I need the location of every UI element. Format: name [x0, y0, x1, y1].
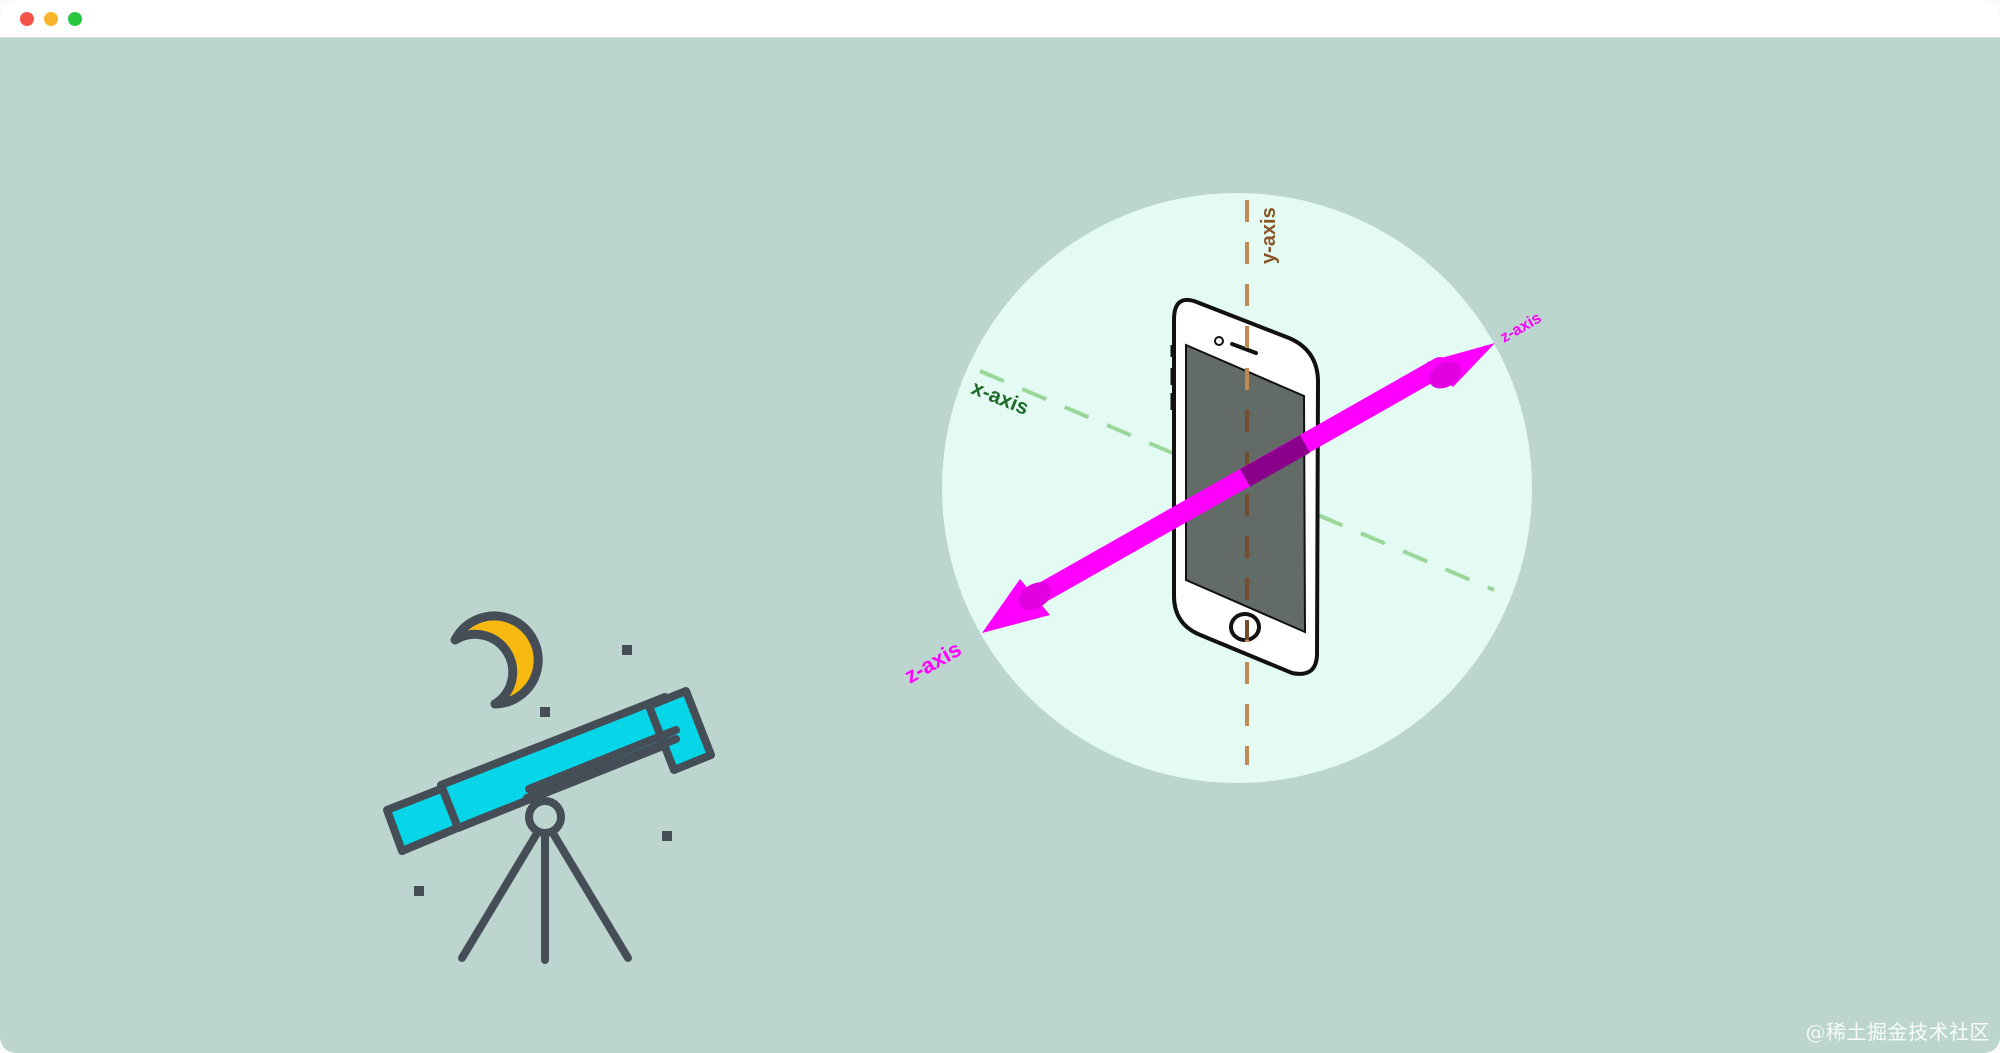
- z-axis-label-top: z-axis: [1498, 309, 1545, 346]
- moon-icon: [450, 611, 543, 709]
- watermark-text: @稀土掘金技术社区: [1805, 1020, 1990, 1044]
- minimize-window-button[interactable]: [44, 12, 58, 26]
- title-bar: [0, 0, 2000, 38]
- z-axis-label-bottom: z-axis: [900, 636, 965, 688]
- zoom-window-button[interactable]: [68, 12, 82, 26]
- star-dots: [414, 645, 672, 896]
- illustration-canvas: x-axis y-axis: [0, 37, 2000, 1053]
- close-window-button[interactable]: [20, 12, 34, 26]
- orientation-diagram: x-axis y-axis: [383, 193, 1545, 964]
- telescope-icon: [383, 687, 715, 964]
- y-axis-label: y-axis: [1258, 207, 1280, 264]
- z-axis-arrow: [982, 343, 1495, 633]
